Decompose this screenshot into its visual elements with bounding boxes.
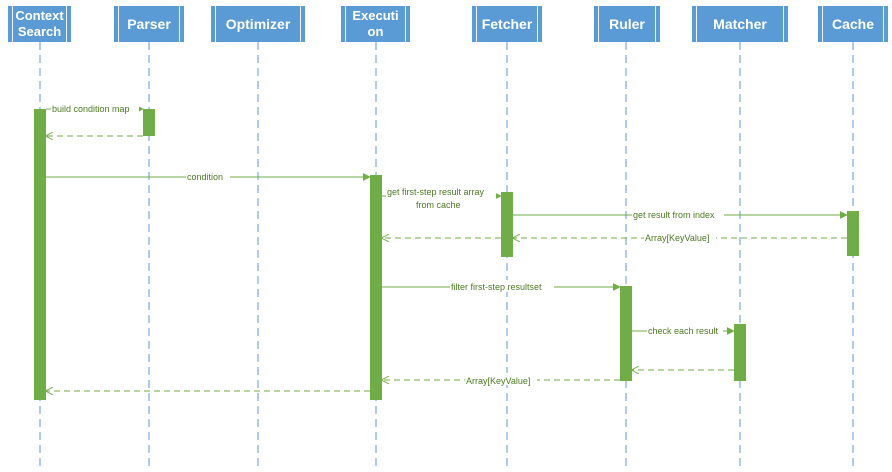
label-condition: condition [187,172,223,182]
label-build-condition-map: build condition map [52,104,130,114]
activation-cache [847,211,859,256]
lifeline-label: Cache [831,16,875,32]
lifeline-header-execution: Execution [341,6,410,42]
lifeline-header-cache: Cache [818,6,888,42]
label-array-keyvalue-cache: Array[KeyValue] [645,233,709,243]
lifeline-header-fetcher: Fetcher [472,6,542,42]
activation-context-search [34,109,46,400]
lifeline-label: Fetcher [481,16,533,32]
lifeline-header-ruler: Ruler [594,6,660,42]
label-get-first-step-line2: from cache [416,200,461,210]
label-array-keyvalue-ruler: Array[KeyValue] [466,376,530,386]
lifeline-label: Matcher [713,16,767,32]
activation-ruler [620,286,632,381]
label-get-first-step-line1: get first-step result array [387,187,485,197]
lifeline-header-context-search: Context Search [8,6,71,42]
lifeline-label: Parser [127,16,171,32]
activation-execution [370,175,382,400]
activation-fetcher [501,192,513,257]
lifeline-header-parser: Parser [114,6,184,42]
lifeline-label: Ruler [609,16,645,32]
label-get-result-from-index: get result from index [633,210,715,220]
lifeline-header-matcher: Matcher [692,6,788,42]
activation-parser [143,109,155,136]
label-filter-first-step: filter first-step resultset [451,282,542,292]
label-check-each-result: check each result [648,326,719,336]
lifeline-label: Execution [352,8,399,39]
lifeline-header-optimizer: Optimizer [211,6,305,42]
activation-matcher [734,324,746,381]
lifeline-label: Optimizer [225,16,291,32]
lifeline-label: Context Search [15,8,64,39]
